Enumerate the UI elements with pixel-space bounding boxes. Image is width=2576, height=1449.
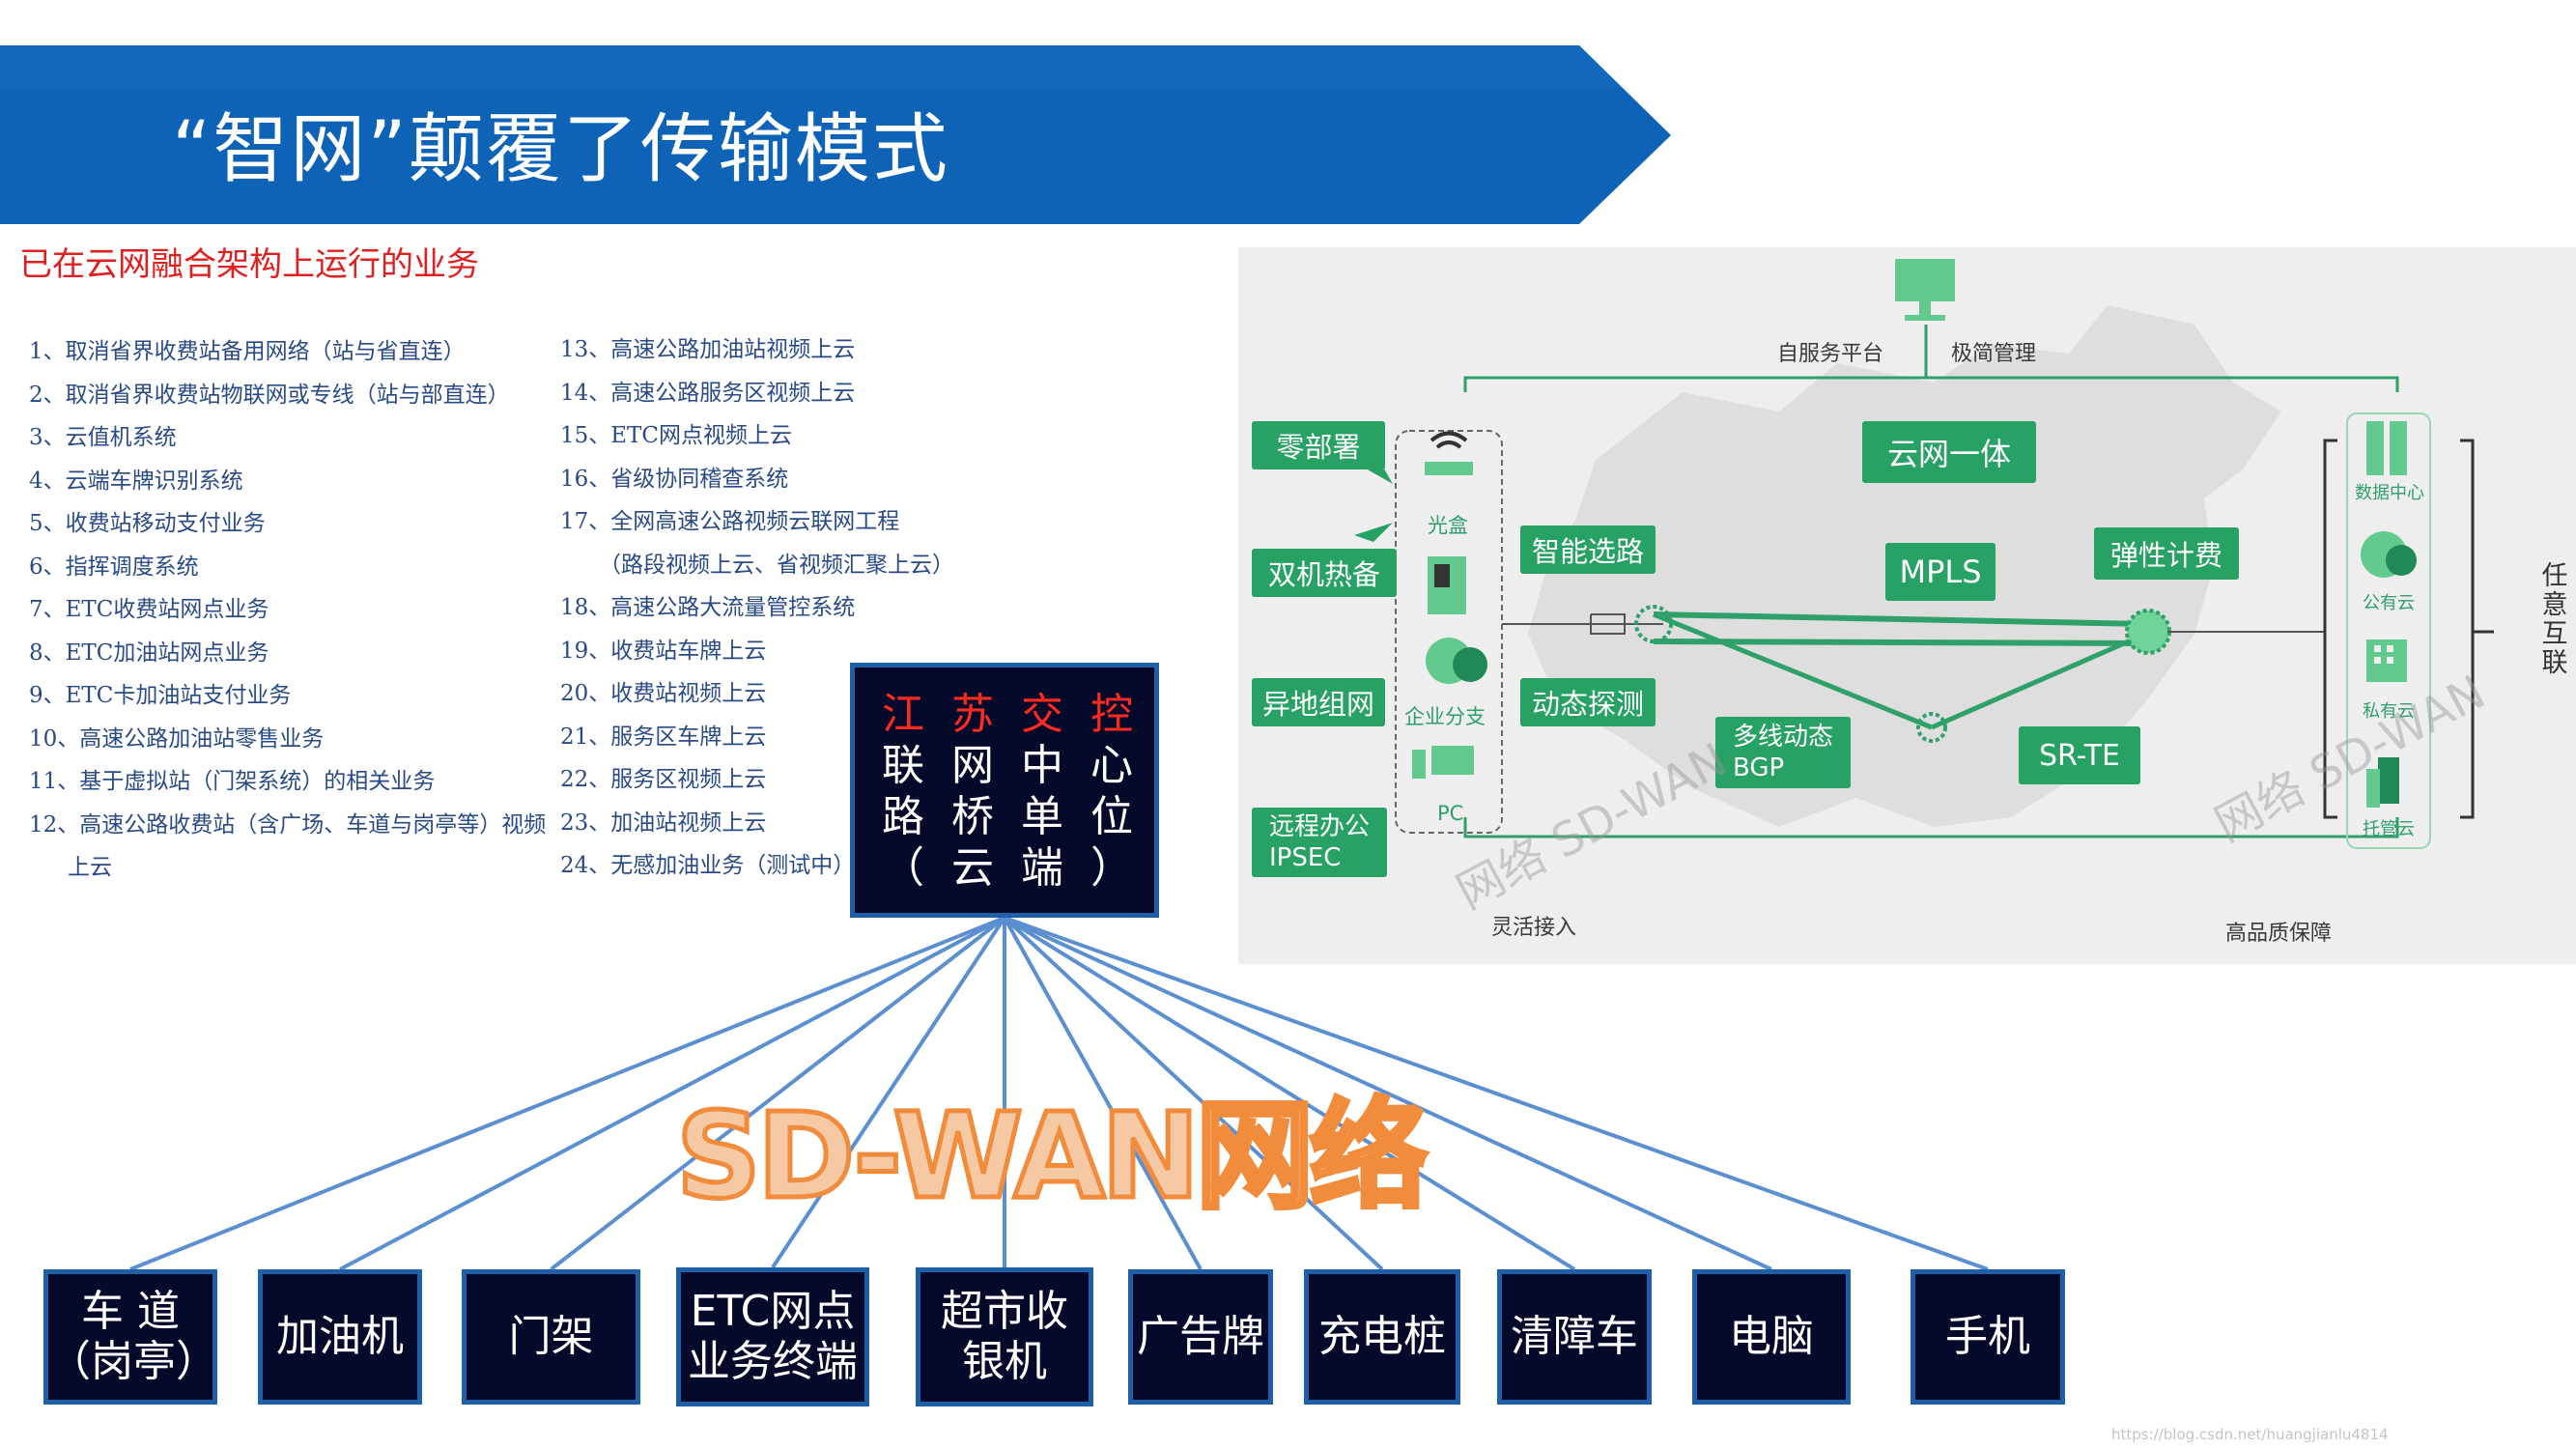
flexible-access-label: 灵活接入 <box>1491 916 1577 940</box>
service-item: 21、服务区车牌上云 <box>560 724 767 750</box>
service-item: 10、高速公路加油站零售业务 <box>29 725 325 752</box>
terminal-box: 清障车 <box>1497 1269 1652 1405</box>
service-item: 15、ETC网点视频上云 <box>560 423 792 448</box>
service-item: 3、云值机系统 <box>29 425 177 450</box>
cloud-label-data-center: 数据中心 <box>2355 483 2424 503</box>
service-item: 2、取消省界收费站物联网或专线（站与部直连） <box>29 382 510 408</box>
source-credit: https://blog.csdn.net/huangjianlu4814 <box>2111 1426 2389 1443</box>
page-title: “智网”颠覆了传输模式 <box>172 106 949 193</box>
connection-line <box>1004 916 1772 1271</box>
wifi-icon <box>1430 431 1468 442</box>
tag-hot-standby: 双机热备 <box>1252 549 1397 597</box>
cloud-label-hosted: 托管云 <box>2363 819 2415 839</box>
terminal-box: 车 道 （岗亭） <box>43 1269 218 1405</box>
terminal-box: 手机 <box>1911 1269 2065 1405</box>
connection-line <box>1004 916 1989 1271</box>
service-list-right: 13、高速公路加油站视频上云 14、高速公路服务区视频上云 15、ETC网点视频上云… <box>560 328 954 888</box>
service-item: 12、高速公路收费站（含广场、车道与岗亭等）视频 <box>29 811 547 838</box>
high-quality-label: 高品质保障 <box>2225 922 2333 946</box>
service-item: 4、云端车牌识别系统 <box>29 468 243 494</box>
service-list-left: 1、取消省界收费站备用网络（站与省直连） 2、取消省界收费站物联网或专线（站与部直… <box>29 330 546 890</box>
tag-mpls: MPLS <box>1885 543 1996 601</box>
terminal-box: 门架 <box>462 1269 640 1405</box>
hub-node-south <box>1916 712 1947 743</box>
service-item: 上云 <box>68 855 112 880</box>
pc-icon <box>1431 746 1474 775</box>
tag-dynamic-probing: 动态探测 <box>1520 678 1656 726</box>
sdwan-network-label: SD-WAN网络 <box>673 1086 1430 1228</box>
control-center-box: 江苏交控 联网中心 路桥单位 （云端） <box>850 663 1159 918</box>
tag-elastic-billing: 弹性计费 <box>2094 527 2239 580</box>
connection-line <box>339 916 1005 1271</box>
service-item: 17、全网高速公路视频云联网工程 <box>560 509 900 534</box>
service-item: （路段视频上云、省视频汇聚上云） <box>599 552 954 578</box>
connection-line <box>771 916 1006 1269</box>
services-heading: 已在云网融合架构上运行的业务 <box>19 245 479 284</box>
terminal-box: 加油机 <box>258 1269 422 1405</box>
sdwan-architecture-panel: 自服务平台 极简管理 零部署 双机热备 异地组网 远程办公 IPSEC 光盒 企… <box>1238 247 2576 964</box>
device-label-branch: 企业分支 <box>1404 705 1486 728</box>
service-item: 24、无感加油业务（测试中） <box>560 853 856 878</box>
terminal-box: 超市收 银机 <box>916 1267 1093 1406</box>
terminal-box: 电脑 <box>1692 1269 1851 1405</box>
tag-sr-te: SR-TE <box>2019 726 2140 784</box>
tag-smart-routing: 智能选路 <box>1520 526 1656 574</box>
service-item: 16、省级协同稽查系统 <box>560 466 789 492</box>
data-center-icon <box>2366 421 2384 475</box>
service-item: 23、加油站视频上云 <box>560 810 767 836</box>
tag-zero-deploy: 零部署 <box>1252 421 1385 469</box>
service-item: 14、高速公路服务区视频上云 <box>560 380 856 406</box>
service-item: 20、收费站视频上云 <box>560 681 767 706</box>
connection-line <box>1003 916 1576 1271</box>
center-line-2: 联网中心 <box>882 741 1160 790</box>
service-item: 19、收费站车牌上云 <box>560 638 767 664</box>
monitor-icon <box>1895 259 1955 301</box>
device-group-frame <box>1395 430 1503 834</box>
terminal-box: ETC网点 业务终端 <box>676 1267 869 1406</box>
terminal-box: 广告牌 <box>1128 1269 1273 1405</box>
center-line-3: 路桥单位 <box>882 792 1160 841</box>
cloud-label-public: 公有云 <box>2363 593 2415 613</box>
hub-node-east <box>2125 609 2171 655</box>
optical-box-icon <box>1425 462 1473 475</box>
tag-remote-networking: 异地组网 <box>1252 678 1385 726</box>
title-banner <box>0 45 1671 224</box>
device-label-optical-box: 光盒 <box>1428 514 1468 537</box>
center-line-1: 江苏交控 <box>882 690 1160 739</box>
center-line-4: （云端） <box>882 843 1160 893</box>
service-item: 1、取消省界收费站备用网络（站与省直连） <box>29 339 466 364</box>
service-item: 8、ETC加油站网点业务 <box>29 639 269 666</box>
device-label-pc: PC <box>1437 802 1464 825</box>
hosted-cloud-icon <box>2378 757 2399 804</box>
service-item: 13、高速公路加油站视频上云 <box>560 337 856 362</box>
tag-cloud-network: 云网一体 <box>1862 421 2036 483</box>
self-service-platform-label: 自服务平台 <box>1777 342 1884 366</box>
tag-remote-office: 远程办公 IPSEC <box>1252 808 1387 877</box>
service-item: 9、ETC卡加油站支付业务 <box>29 683 292 708</box>
connection-line <box>1003 917 1203 1270</box>
service-item: 11、基于虚拟站（门架系统）的相关业务 <box>29 769 436 794</box>
tag-multiline-bgp: 多线动态 BGP <box>1715 717 1851 788</box>
architecture-diagram <box>1354 259 2494 849</box>
service-item: 22、服务区视频上云 <box>560 767 767 792</box>
hub-node-west <box>1634 605 1673 643</box>
service-item: 6、指挥调度系统 <box>29 554 199 580</box>
connection-line <box>1003 916 1384 1271</box>
simple-management-label: 极简管理 <box>1951 342 2037 366</box>
service-item: 7、ETC收费站网点业务 <box>29 597 269 622</box>
connection-line <box>550 916 1006 1271</box>
service-item: 18、高速公路大流量管控系统 <box>560 595 856 620</box>
cloud-label-private: 私有云 <box>2363 701 2415 722</box>
any-interconnect-label: 任意互联 <box>2541 561 2568 678</box>
terminal-box: 充电桩 <box>1304 1269 1460 1405</box>
service-item: 5、收费站移动支付业务 <box>29 511 266 536</box>
connection-line <box>129 916 1005 1271</box>
